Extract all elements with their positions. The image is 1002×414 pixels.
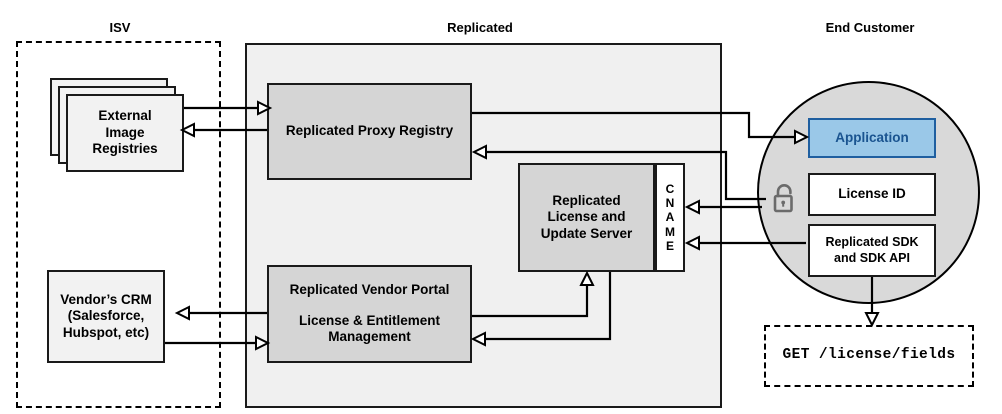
node-license-id[interactable]: License ID [808, 173, 936, 216]
node-line: Management [328, 329, 411, 345]
node-license-update-server[interactable]: Replicated License and Update Server [518, 163, 655, 272]
node-line: Vendor’s CRM [60, 291, 152, 307]
node-replicated-vendor-portal[interactable]: Replicated Vendor Portal License & Entit… [267, 265, 472, 363]
api-request-text: GET /license/fields [782, 347, 956, 364]
node-cname[interactable]: C N A M E [655, 163, 685, 272]
node-line: Application [835, 129, 909, 145]
node-line: Replicated [552, 192, 621, 208]
node-line: Registries [92, 141, 158, 157]
node-line: Replicated Vendor Portal [289, 282, 450, 298]
node-line: Replicated SDK [825, 235, 919, 250]
unlocked-padlock-icon [769, 181, 799, 215]
node-replicated-sdk[interactable]: Replicated SDK and SDK API [808, 224, 936, 277]
node-external-image-registries[interactable]: External Image Registries [66, 94, 184, 172]
node-vendors-crm[interactable]: Vendor’s CRM (Salesforce, Hubspot, etc) [47, 270, 165, 363]
zone-header-isv: ISV [109, 20, 131, 35]
node-line: License ID [838, 186, 906, 202]
node-line: Image [105, 124, 145, 140]
node-line: Replicated Proxy Registry [285, 123, 454, 139]
zone-header-end-customer: End Customer [825, 20, 915, 35]
node-line: and SDK API [834, 250, 910, 265]
node-line: External [98, 108, 152, 124]
cname-letter: E [665, 238, 674, 253]
cname-letter: C [665, 182, 675, 197]
cname-letter: A [665, 210, 675, 225]
node-line: Hubspot, etc) [62, 324, 150, 340]
cname-letter: N [665, 196, 675, 211]
zone-header-replicated: Replicated [447, 20, 513, 35]
node-line: License & Entitlement [298, 312, 441, 328]
node-application[interactable]: Application [808, 118, 936, 158]
node-replicated-proxy-registry[interactable]: Replicated Proxy Registry [267, 83, 472, 180]
cname-letter: M [665, 224, 675, 239]
node-line: License and [547, 209, 626, 225]
node-api-request[interactable]: GET /license/fields [764, 325, 974, 387]
node-line: Update Server [540, 225, 633, 241]
zone-isv-boundary [16, 41, 221, 408]
node-line: (Salesforce, [67, 308, 145, 324]
